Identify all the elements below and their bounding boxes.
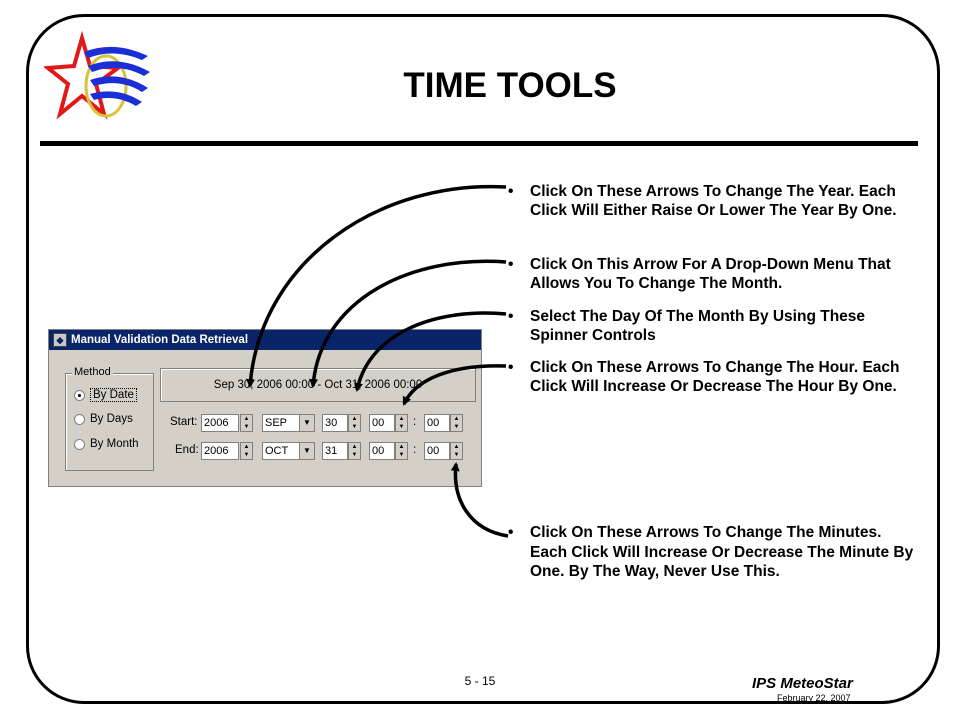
- spin-down-icon[interactable]: ▼: [351, 452, 358, 458]
- bullet-minutes: • Click On These Arrows To Change The Mi…: [508, 523, 918, 582]
- end-month-select[interactable]: OCT: [262, 442, 302, 460]
- bullet-month: • Click On This Arrow For A Drop-Down Me…: [508, 256, 918, 293]
- end-day-field[interactable]: 31: [322, 442, 348, 460]
- spin-down-icon[interactable]: ▼: [453, 424, 460, 430]
- footer-date: February 22, 2007: [777, 693, 851, 703]
- end-day-spinner[interactable]: ▲▼: [348, 442, 361, 460]
- bullet-dot: •: [508, 308, 514, 325]
- radio-dot-selected-icon: [74, 389, 85, 401]
- radio-label: By Date: [90, 388, 137, 402]
- start-hour-field[interactable]: 00: [369, 414, 395, 432]
- bullet-dot: •: [508, 359, 514, 376]
- end-label: End:: [175, 444, 199, 456]
- start-hour-spinner[interactable]: ▲▼: [395, 414, 408, 432]
- method-group: Method By Date By Days By Month: [65, 366, 154, 471]
- bullet-text: Click On This Arrow For A Drop-Down Menu…: [530, 256, 891, 292]
- start-year-field[interactable]: 2006: [201, 414, 239, 432]
- footer-brand: IPS MeteoStar: [752, 675, 853, 692]
- start-day-spinner[interactable]: ▲▼: [348, 414, 361, 432]
- star-globe-logo-icon: [44, 30, 150, 120]
- bullet-year: • Click On These Arrows To Change The Ye…: [508, 183, 918, 220]
- end-year-spinner[interactable]: ▲▼: [240, 442, 253, 460]
- start-minute-spinner[interactable]: ▲▼: [450, 414, 463, 432]
- time-separator: :: [413, 444, 417, 456]
- time-separator: :: [413, 416, 417, 428]
- radio-by-days[interactable]: By Days: [74, 413, 133, 425]
- slide-frame: [26, 14, 940, 704]
- validation-dialog: ◆ Manual Validation Data Retrieval Metho…: [48, 329, 482, 487]
- bullet-dot: •: [508, 256, 514, 273]
- start-year-spinner[interactable]: ▲▼: [240, 414, 253, 432]
- spin-up-icon[interactable]: ▲: [398, 416, 405, 422]
- app-icon: ◆: [53, 333, 67, 347]
- dropdown-arrow-icon[interactable]: ▼: [299, 442, 315, 460]
- slide-title: TIME TOOLS: [403, 66, 617, 105]
- bullet-dot: •: [508, 183, 514, 200]
- bullet-hour: • Click On These Arrows To Change The Ho…: [508, 359, 918, 396]
- page-number: 5 - 15: [464, 674, 496, 688]
- spin-down-icon[interactable]: ▼: [243, 424, 250, 430]
- end-minute-field[interactable]: 00: [424, 442, 450, 460]
- spin-up-icon[interactable]: ▲: [351, 444, 358, 450]
- start-minute-field[interactable]: 00: [424, 414, 450, 432]
- spin-up-icon[interactable]: ▲: [243, 416, 250, 422]
- date-range-display: Sep 30, 2006 00:00 - Oct 31, 2006 00:00: [160, 368, 476, 402]
- bullet-dot: •: [508, 524, 514, 541]
- bullet-text: Select The Day Of The Month By Using The…: [530, 308, 866, 344]
- radio-by-month[interactable]: By Month: [74, 438, 139, 450]
- spin-up-icon[interactable]: ▲: [243, 444, 250, 450]
- dropdown-arrow-icon[interactable]: ▼: [299, 414, 315, 432]
- method-label: Method: [72, 366, 113, 378]
- start-label: Start:: [170, 416, 198, 428]
- spin-down-icon[interactable]: ▼: [398, 452, 405, 458]
- bullet-text: Click On These Arrows To Change The Hour…: [530, 359, 900, 395]
- start-day-field[interactable]: 30: [322, 414, 348, 432]
- dialog-title: Manual Validation Data Retrieval: [71, 334, 249, 346]
- end-hour-field[interactable]: 00: [369, 442, 395, 460]
- bullet-text: Click On These Arrows To Change The Minu…: [530, 524, 914, 580]
- spin-up-icon[interactable]: ▲: [453, 444, 460, 450]
- dialog-titlebar[interactable]: ◆ Manual Validation Data Retrieval: [49, 330, 481, 350]
- bullet-text: Click On These Arrows To Change The Year…: [530, 183, 897, 219]
- end-minute-spinner[interactable]: ▲▼: [450, 442, 463, 460]
- spin-up-icon[interactable]: ▲: [398, 444, 405, 450]
- bullet-day: • Select The Day Of The Month By Using T…: [508, 308, 918, 345]
- spin-up-icon[interactable]: ▲: [351, 416, 358, 422]
- radio-label: By Month: [90, 438, 139, 450]
- spin-down-icon[interactable]: ▼: [243, 452, 250, 458]
- start-month-select[interactable]: SEP: [262, 414, 302, 432]
- end-year-field[interactable]: 2006: [201, 442, 239, 460]
- spin-down-icon[interactable]: ▼: [351, 424, 358, 430]
- radio-by-date[interactable]: By Date: [74, 388, 137, 402]
- end-hour-spinner[interactable]: ▲▼: [395, 442, 408, 460]
- radio-dot-icon: [74, 413, 85, 425]
- radio-label: By Days: [90, 413, 133, 425]
- spin-down-icon[interactable]: ▼: [398, 424, 405, 430]
- radio-dot-icon: [74, 438, 85, 450]
- title-underline: [40, 141, 918, 146]
- spin-up-icon[interactable]: ▲: [453, 416, 460, 422]
- spin-down-icon[interactable]: ▼: [453, 452, 460, 458]
